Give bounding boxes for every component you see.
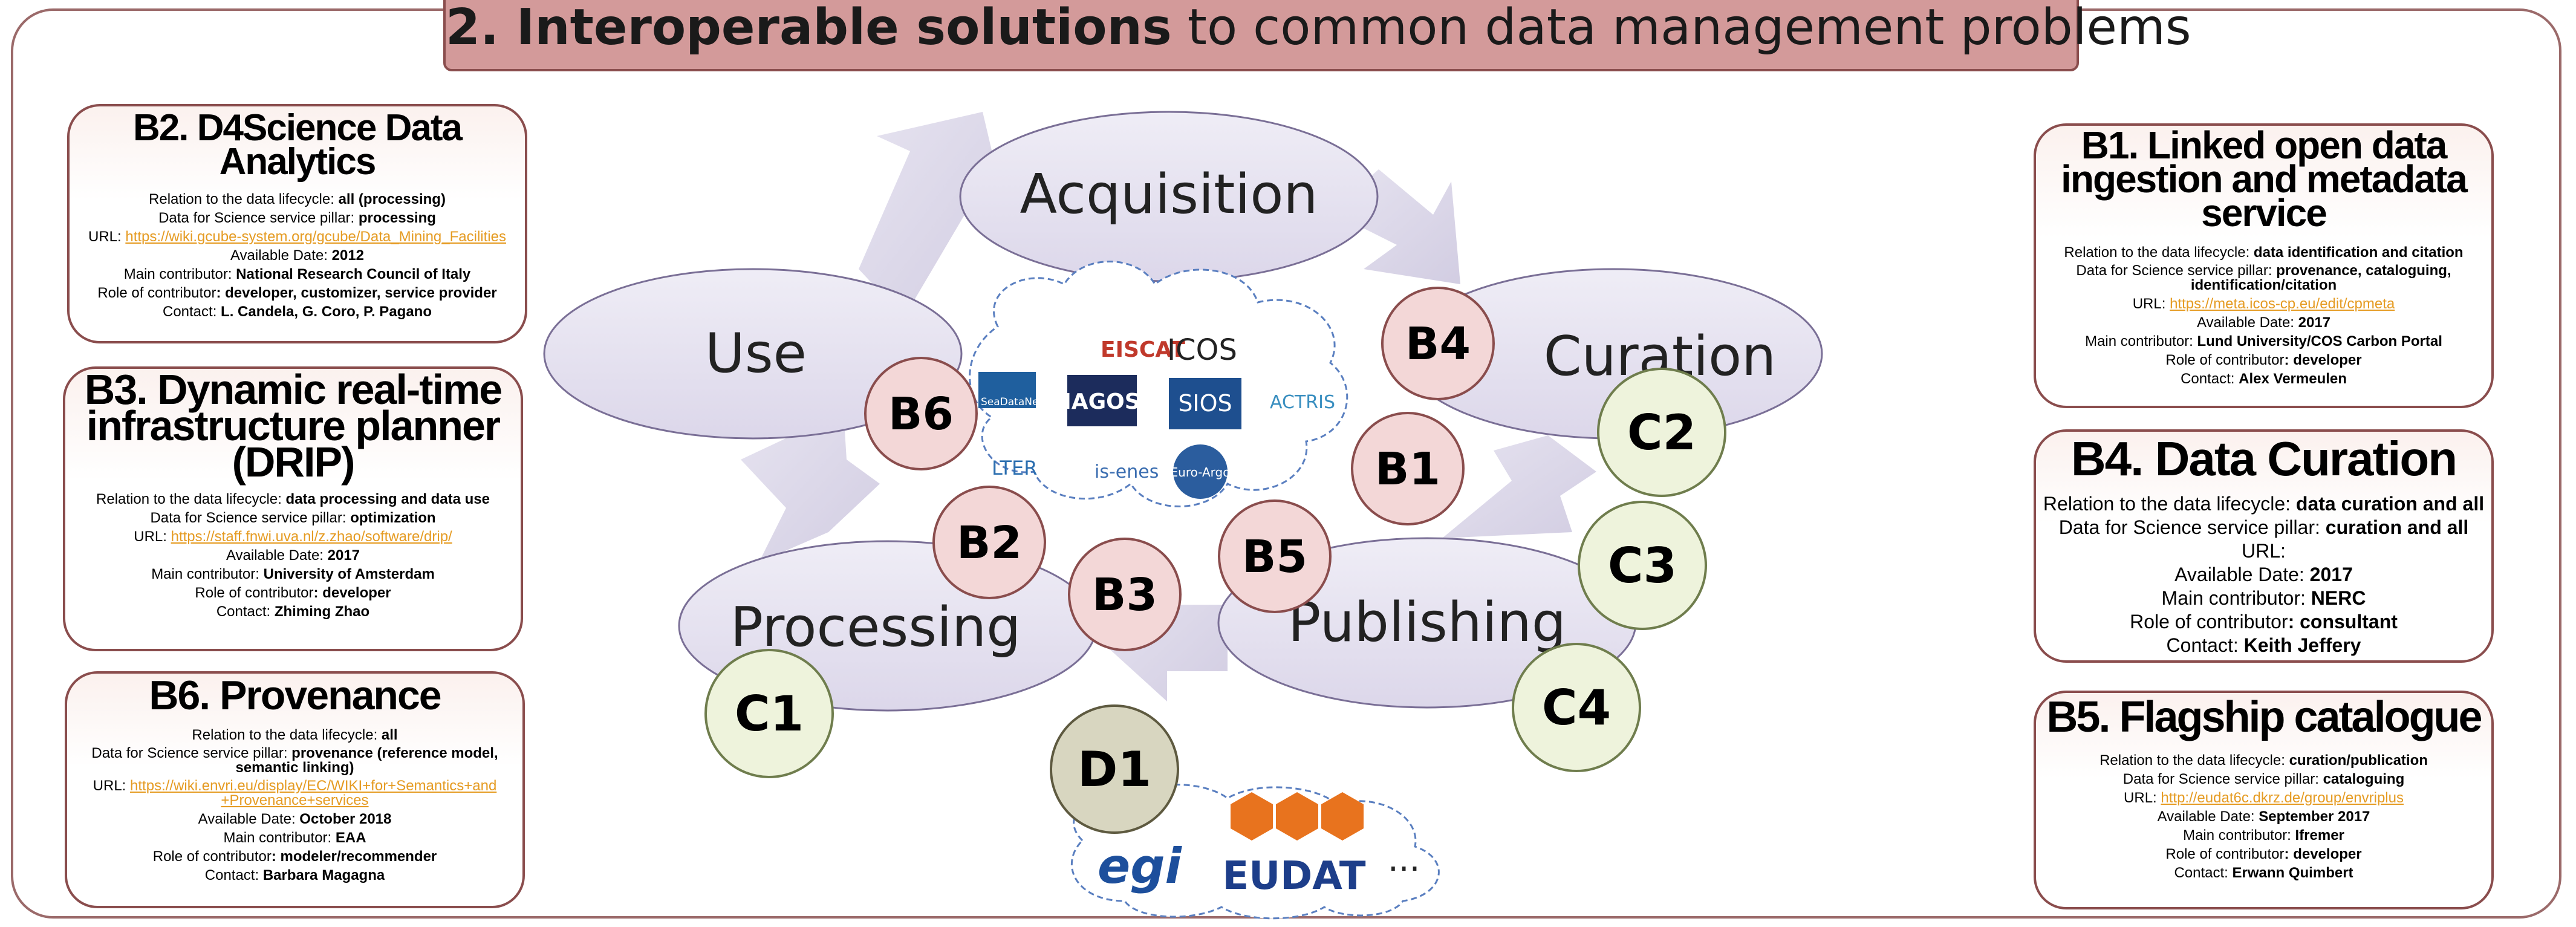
card-b5-date: Available Date: September 2017: [2157, 808, 2370, 825]
card-b6-link[interactable]: https://wiki.envri.eu/display/EC/WIKI+fo…: [130, 778, 497, 808]
card-b2-pillar: Data for Science service pillar: process…: [158, 210, 436, 226]
card-b3-url: URL: https://staff.fnwi.uva.nl/z.zhao/so…: [134, 529, 452, 545]
card-b4-relation: Relation to the data lifecycle: data cur…: [2043, 493, 2485, 515]
card-b4-url: URL:: [2242, 540, 2286, 562]
card-b1-url: URL: https://meta.icos-cp.eu/edit/cpmeta: [2132, 296, 2395, 312]
card-b2: B2. D4Science Data Analytics Relation to…: [67, 104, 527, 343]
card-b2-contributor: Main contributor: National Research Coun…: [123, 266, 471, 282]
card-b6-contributor: Main contributor: EAA: [223, 830, 366, 846]
title-rest: to common data management problems: [1171, 0, 2191, 56]
card-b1-link[interactable]: https://meta.icos-cp.eu/edit/cpmeta: [2170, 296, 2395, 312]
card-b1-contact: Contact: Alex Vermeulen: [2181, 371, 2347, 387]
card-b5-pillar: Data for Science service pillar: catalog…: [2122, 771, 2405, 787]
card-b5-contact: Contact: Erwann Quimbert: [2174, 865, 2353, 881]
card-b5-url: URL: http://eudat6c.dkrz.de/group/envrip…: [2124, 790, 2404, 806]
card-b6-url: URL: https://wiki.envri.eu/display/EC/WI…: [93, 778, 497, 808]
card-b4: B4. Data Curation Relation to the data l…: [2034, 429, 2494, 663]
card-b4-role: Role of contributor: consultant: [2130, 611, 2398, 633]
card-b2-date: Available Date: 2012: [230, 247, 365, 264]
card-b6-title: B6. Provenance: [149, 672, 441, 718]
card-b3-contributor: Main contributor: University of Amsterda…: [151, 566, 435, 582]
card-b3: B3. Dynamic real-time infrastructure pla…: [63, 366, 523, 651]
card-b2-url: URL: https://wiki.gcube-system.org/gcube…: [88, 229, 506, 245]
card-b5-title: B5. Flagship catalogue: [2046, 693, 2482, 741]
card-b1-pillar: Data for Science service pillar: provena…: [2076, 262, 2451, 293]
card-b2-role: Role of contributor: developer, customiz…: [97, 285, 497, 301]
card-b5-role: Role of contributor: developer: [2165, 846, 2362, 862]
card-b2-link[interactable]: https://wiki.gcube-system.org/gcube/Data…: [125, 229, 506, 245]
card-b6: B6. Provenance Relation to the data life…: [65, 671, 525, 908]
card-b3-contact: Contact: Zhiming Zhao: [216, 603, 370, 620]
card-b6-date: Available Date: October 2018: [198, 811, 392, 827]
card-b6-pillar: Data for Science service pillar: provena…: [91, 745, 498, 776]
card-b1-date: Available Date: 2017: [2196, 314, 2331, 331]
card-b4-contributor: Main contributor: NERC: [2161, 587, 2366, 609]
page-title: 2. Interoperable solutions to common dat…: [443, 0, 2191, 71]
card-b3-pillar: Data for Science service pillar: optimiz…: [150, 510, 436, 526]
card-b6-contact: Contact: Barbara Magagna: [204, 867, 385, 883]
card-b5-link[interactable]: http://eudat6c.dkrz.de/group/envriplus: [2161, 790, 2404, 806]
card-b6-relation: Relation to the data lifecycle: all: [192, 727, 398, 743]
card-b3-title: B3. Dynamic real-time infrastructure pla…: [84, 366, 503, 486]
card-b1-role: Role of contributor: developer: [2165, 352, 2362, 368]
card-b6-role: Role of contributor: modeler/recommender: [152, 848, 437, 865]
card-b3-link[interactable]: https://staff.fnwi.uva.nl/z.zhao/softwar…: [171, 529, 452, 545]
card-b1-relation: Relation to the data lifecycle: data ide…: [2064, 244, 2464, 261]
card-b2-relation: Relation to the data lifecycle: all (pro…: [149, 191, 446, 207]
card-b5: B5. Flagship catalogue Relation to the d…: [2034, 691, 2494, 909]
card-b1-contributor: Main contributor: Lund University/COS Ca…: [2085, 333, 2442, 350]
card-b2-contact: Contact: L. Candela, G. Coro, P. Pagano: [162, 304, 432, 320]
card-b1: B1. Linked open data ingestion and metad…: [2034, 123, 2494, 408]
card-b4-title: B4. Data Curation: [2070, 432, 2457, 486]
card-b3-date: Available Date: 2017: [226, 547, 360, 564]
card-b5-contributor: Main contributor: Ifremer: [2183, 827, 2344, 844]
card-b4-contact: Contact: Keith Jeffery: [2166, 634, 2361, 656]
card-b2-title: B2. D4Science Data Analytics: [133, 107, 463, 183]
card-b3-role: Role of contributor: developer: [195, 585, 391, 601]
card-b1-title: B1. Linked open data ingestion and metad…: [2061, 123, 2468, 235]
title-bold: 2. Interoperable solutions: [446, 0, 1172, 56]
card-b5-relation: Relation to the data lifecycle: curation…: [2100, 752, 2428, 769]
card-b4-date: Available Date: 2017: [2174, 564, 2353, 585]
card-b3-relation: Relation to the data lifecycle: data pro…: [96, 491, 490, 507]
card-b4-pillar: Data for Science service pillar: curatio…: [2058, 516, 2469, 538]
